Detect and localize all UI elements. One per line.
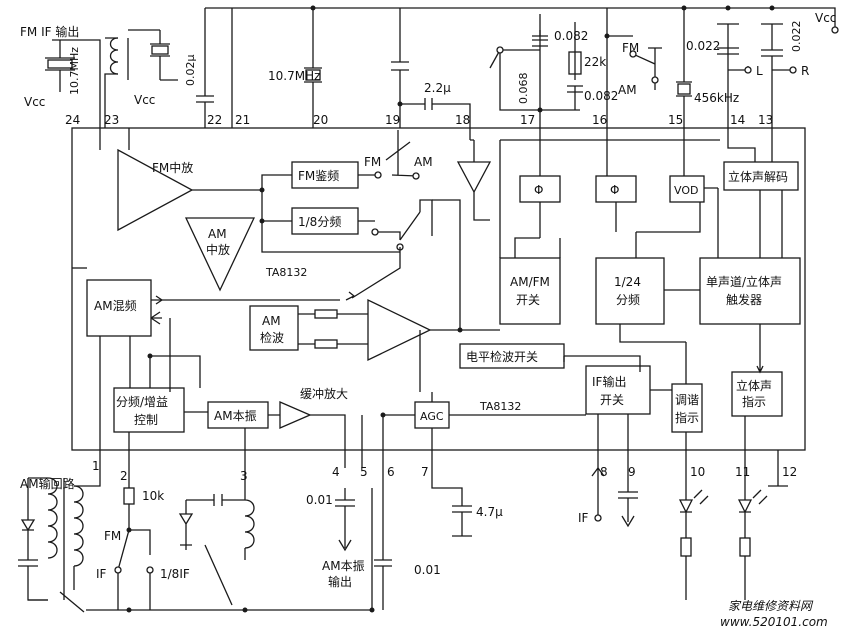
label-mono-stereo-2: 触发器 [726, 292, 762, 307]
pin-24: 24 [65, 113, 80, 127]
pin-21: 21 [235, 113, 250, 127]
pin-11: 11 [735, 465, 750, 479]
pin-4: 4 [332, 465, 340, 479]
label-am-input: AM输回路 [20, 476, 75, 491]
label-bottom-fm: FM [104, 529, 121, 543]
pin-16: 16 [592, 113, 607, 127]
label-output-l: L [756, 64, 763, 78]
label-am-det-2: 检波 [260, 330, 284, 345]
label-crystal-10-7-b: 10.7MHz [268, 69, 320, 83]
pin-5: 5 [360, 465, 368, 479]
label-stereo-ind-1: 立体声 [736, 378, 772, 393]
label-ta8132-b: TA8132 [479, 400, 521, 413]
label-div-24-2: 分频 [616, 293, 640, 307]
label-am-if-amp-1: AM [208, 227, 227, 241]
label-fm-if-amp: FM中放 [152, 160, 193, 175]
label-res-10k: 10k [142, 489, 164, 503]
label-crystal-10-7-a: 10.7MHz [68, 47, 81, 95]
pin-8: 8 [600, 465, 608, 479]
label-div-24-1: 1/24 [614, 275, 641, 289]
pin-10: 10 [690, 465, 705, 479]
label-res-22k: 22k [584, 55, 606, 69]
label-div-8: 1/8分频 [298, 215, 341, 229]
label-cap-0068: 0.068 [517, 73, 530, 105]
label-phase-1: Φ [534, 183, 543, 197]
label-cap-0022-b: 0.022 [790, 21, 803, 53]
label-tune-ind-1: 调谐 [675, 393, 699, 407]
label-cap-47u: 4.7μ [476, 505, 503, 519]
label-am-osc: AM本振 [214, 409, 257, 423]
pin-14: 14 [730, 113, 745, 127]
label-stereo-decoder: 立体声解码 [728, 169, 788, 184]
label-cap-001-b: 0.01 [414, 563, 441, 577]
label-if-8: 1/8IF [160, 567, 190, 581]
label-switch-am: AM [618, 83, 637, 97]
label-tune-ind-2: 指示 [675, 410, 699, 425]
label-am-osc-out-1: AM本振 [322, 559, 365, 573]
pin-9: 9 [628, 465, 636, 479]
label-amfm-switch-2: 开关 [516, 293, 540, 307]
label-cap-0082-a: 0.082 [554, 29, 588, 43]
label-if-input: IF [578, 511, 589, 525]
label-agc: AGC [420, 410, 444, 423]
pin-6: 6 [387, 465, 395, 479]
pin-3: 3 [240, 469, 248, 483]
pin-19: 19 [385, 113, 400, 127]
label-div-gain-2: 控制 [134, 413, 158, 427]
watermark-line-1: 家电维修资料网 [728, 599, 814, 613]
pin-23: 23 [104, 113, 119, 127]
label-vco: VOD [674, 184, 698, 197]
pin-13: 13 [758, 113, 773, 127]
label-vcc-top: Vcc [815, 11, 836, 25]
pin-18: 18 [455, 113, 470, 127]
label-buffer-amp: 缓冲放大 [300, 386, 348, 401]
watermark-line-2: www.520101.com [720, 615, 828, 629]
label-ta8132-a: TA8132 [265, 266, 307, 279]
label-mono-stereo-1: 单声道/立体声 [706, 274, 782, 289]
label-stereo-ind-2: 指示 [742, 394, 766, 409]
label-if-out-2: 开关 [600, 393, 624, 407]
label-fm-if-out: FM IF 输出 [20, 24, 79, 39]
label-level-detect: 电平检波开关 [466, 349, 538, 364]
label-amfm-switch-1: AM/FM [510, 275, 550, 289]
label-div-gain-1: 分频/增益 [116, 395, 168, 409]
pin-15: 15 [668, 113, 683, 127]
label-cap-0082-b: 0.082 [584, 89, 618, 103]
label-am-if-amp-2: 中放 [206, 242, 230, 257]
pin-7: 7 [421, 465, 429, 479]
label-am-det-1: AM [262, 314, 281, 328]
label-cap-0022-a: 0.022 [686, 39, 720, 53]
pin-12: 12 [782, 465, 797, 479]
label-crystal-456k: 456kHz [694, 91, 739, 105]
label-pos-am: AM [414, 155, 433, 169]
label-cap-001-a: 0.01 [306, 493, 333, 507]
label-am-mixer: AM混频 [94, 299, 137, 313]
pin-22: 22 [207, 113, 222, 127]
label-switch-fm: FM [622, 41, 639, 55]
label-pos-fm: FM [364, 155, 381, 169]
pin-1: 1 [92, 459, 100, 473]
pin-2: 2 [120, 469, 128, 483]
label-output-r: R [801, 64, 809, 78]
label-vcc-2: Vcc [134, 93, 155, 107]
pin-20: 20 [313, 113, 328, 127]
label-vcc-1: Vcc [24, 95, 45, 109]
label-if-out-1: IF输出 [592, 374, 626, 389]
label-fm-discriminator: FM鉴频 [298, 169, 339, 183]
label-bottom-if: IF [96, 567, 107, 581]
ic-outline [71, 127, 806, 451]
pin-17: 17 [520, 113, 535, 127]
label-am-osc-out-2: 输出 [328, 574, 352, 589]
label-phase-2: Φ [610, 183, 619, 197]
label-cap-002u: 0.02μ [184, 55, 197, 87]
label-cap-22u: 2.2μ [424, 81, 451, 95]
